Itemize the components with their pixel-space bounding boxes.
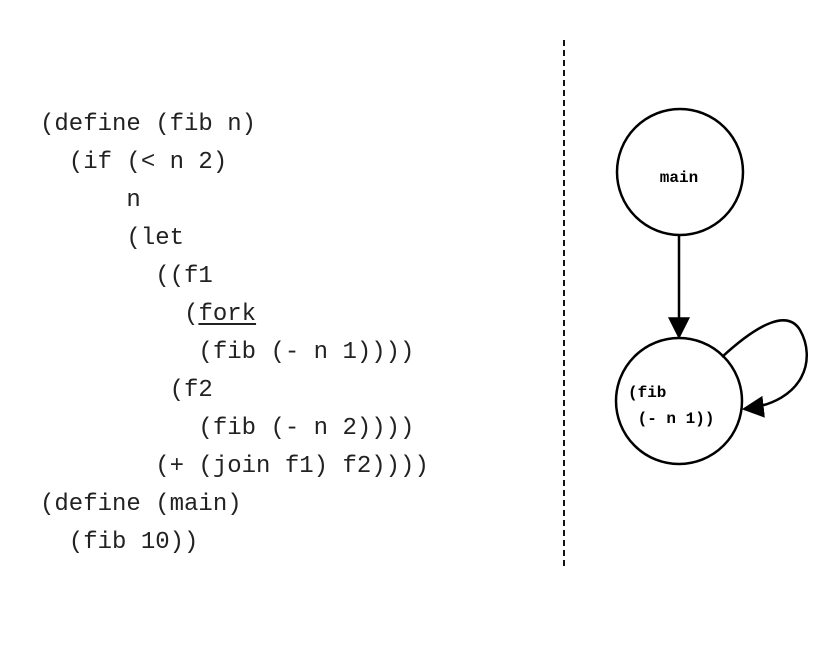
code-line: (define (main) <box>40 491 242 518</box>
code-line: (fib 10)) <box>40 529 199 556</box>
code-line: (f2 <box>40 377 213 404</box>
code-line-fork-prefix: ( <box>40 301 199 328</box>
node-fib-circle <box>614 336 744 466</box>
node-main: main <box>615 107 745 237</box>
code-line: (+ (join f1) f2)))) <box>40 453 429 480</box>
code-line: ((f1 <box>40 263 213 290</box>
edge-fib-self-loop <box>721 319 808 418</box>
code-line: (fib (- n 2)))) <box>40 415 415 442</box>
code-line-fork: (fork <box>40 301 256 329</box>
dashed-divider <box>563 40 565 566</box>
code-panel: (define (fib n) (if (< n 2) n (let ((f1 … <box>40 111 429 556</box>
node-fib-label-line-2: (- n 1)) <box>628 410 714 428</box>
node-fib: (fib (- n 1)) <box>614 336 744 466</box>
node-main-circle <box>615 107 745 237</box>
fork-keyword: fork <box>198 301 257 328</box>
code-line: (if (< n 2) <box>40 149 228 176</box>
code-line: n <box>40 187 141 214</box>
node-main-label: main <box>660 169 698 187</box>
code-line: (fib (- n 1)))) <box>40 339 415 366</box>
code-line: (let <box>40 225 185 252</box>
code-line: (define (fib n) <box>40 111 257 138</box>
node-fib-label-line-1: (fib <box>628 384 666 402</box>
